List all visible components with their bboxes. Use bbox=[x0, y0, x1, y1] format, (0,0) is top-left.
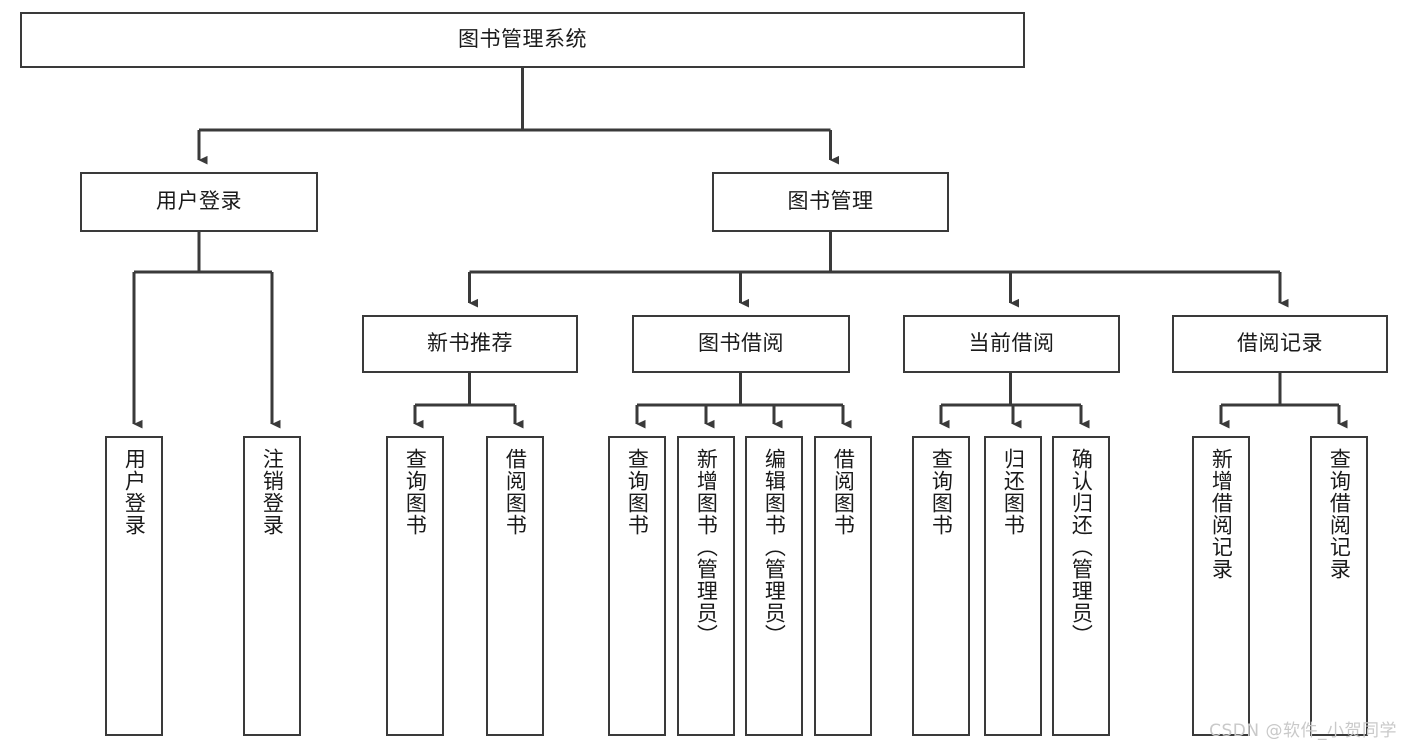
node-leaf-user-login-label: 用户登录 bbox=[122, 448, 147, 536]
node-leaf-query-book-3-label: 查询图书 bbox=[929, 448, 954, 536]
node-root[interactable]: 图书管理系统 bbox=[20, 12, 1025, 68]
node-current-borrow-label: 当前借阅 bbox=[968, 331, 1055, 356]
node-leaf-query-book-3[interactable]: 查询图书 bbox=[912, 436, 970, 736]
node-leaf-borrow-book-2[interactable]: 借阅图书 bbox=[814, 436, 872, 736]
node-root-label: 图书管理系统 bbox=[458, 27, 587, 52]
node-book-borrow[interactable]: 图书借阅 bbox=[632, 315, 850, 373]
node-leaf-edit-book-label: 编辑图书（管理员） bbox=[762, 448, 787, 646]
node-leaf-confirm-return[interactable]: 确认归还（管理员） bbox=[1052, 436, 1110, 736]
node-borrow-record[interactable]: 借阅记录 bbox=[1172, 315, 1388, 373]
node-leaf-confirm-return-label: 确认归还（管理员） bbox=[1069, 448, 1094, 646]
node-book-borrow-label: 图书借阅 bbox=[698, 331, 784, 356]
node-leaf-query-record[interactable]: 查询借阅记录 bbox=[1310, 436, 1368, 736]
node-leaf-return-book-label: 归还图书 bbox=[1001, 448, 1026, 536]
node-leaf-user-login[interactable]: 用户登录 bbox=[105, 436, 163, 736]
node-current-borrow[interactable]: 当前借阅 bbox=[903, 315, 1120, 373]
node-leaf-query-book-1[interactable]: 查询图书 bbox=[386, 436, 444, 736]
node-new-book-recommend-label: 新书推荐 bbox=[427, 331, 513, 356]
node-leaf-add-book-label: 新增图书（管理员） bbox=[694, 448, 719, 646]
node-book-manage-label: 图书管理 bbox=[787, 189, 874, 214]
node-book-manage[interactable]: 图书管理 bbox=[712, 172, 949, 232]
node-user-login-label: 用户登录 bbox=[156, 189, 242, 214]
node-leaf-borrow-book-2-label: 借阅图书 bbox=[831, 448, 856, 536]
node-leaf-edit-book[interactable]: 编辑图书（管理员） bbox=[745, 436, 803, 736]
node-leaf-query-book-2[interactable]: 查询图书 bbox=[608, 436, 666, 736]
node-new-book-recommend[interactable]: 新书推荐 bbox=[362, 315, 578, 373]
node-leaf-logout[interactable]: 注销登录 bbox=[243, 436, 301, 736]
node-leaf-return-book[interactable]: 归还图书 bbox=[984, 436, 1042, 736]
node-leaf-query-record-label: 查询借阅记录 bbox=[1327, 448, 1352, 580]
node-leaf-add-record-label: 新增借阅记录 bbox=[1209, 448, 1234, 580]
node-leaf-query-book-2-label: 查询图书 bbox=[625, 448, 650, 536]
node-leaf-borrow-book-1-label: 借阅图书 bbox=[503, 448, 528, 536]
node-borrow-record-label: 借阅记录 bbox=[1237, 331, 1323, 356]
node-leaf-add-book[interactable]: 新增图书（管理员） bbox=[677, 436, 735, 736]
node-leaf-add-record[interactable]: 新增借阅记录 bbox=[1192, 436, 1250, 736]
node-user-login[interactable]: 用户登录 bbox=[80, 172, 318, 232]
node-leaf-query-book-1-label: 查询图书 bbox=[403, 448, 428, 536]
node-leaf-logout-label: 注销登录 bbox=[260, 448, 285, 536]
node-leaf-borrow-book-1[interactable]: 借阅图书 bbox=[486, 436, 544, 736]
